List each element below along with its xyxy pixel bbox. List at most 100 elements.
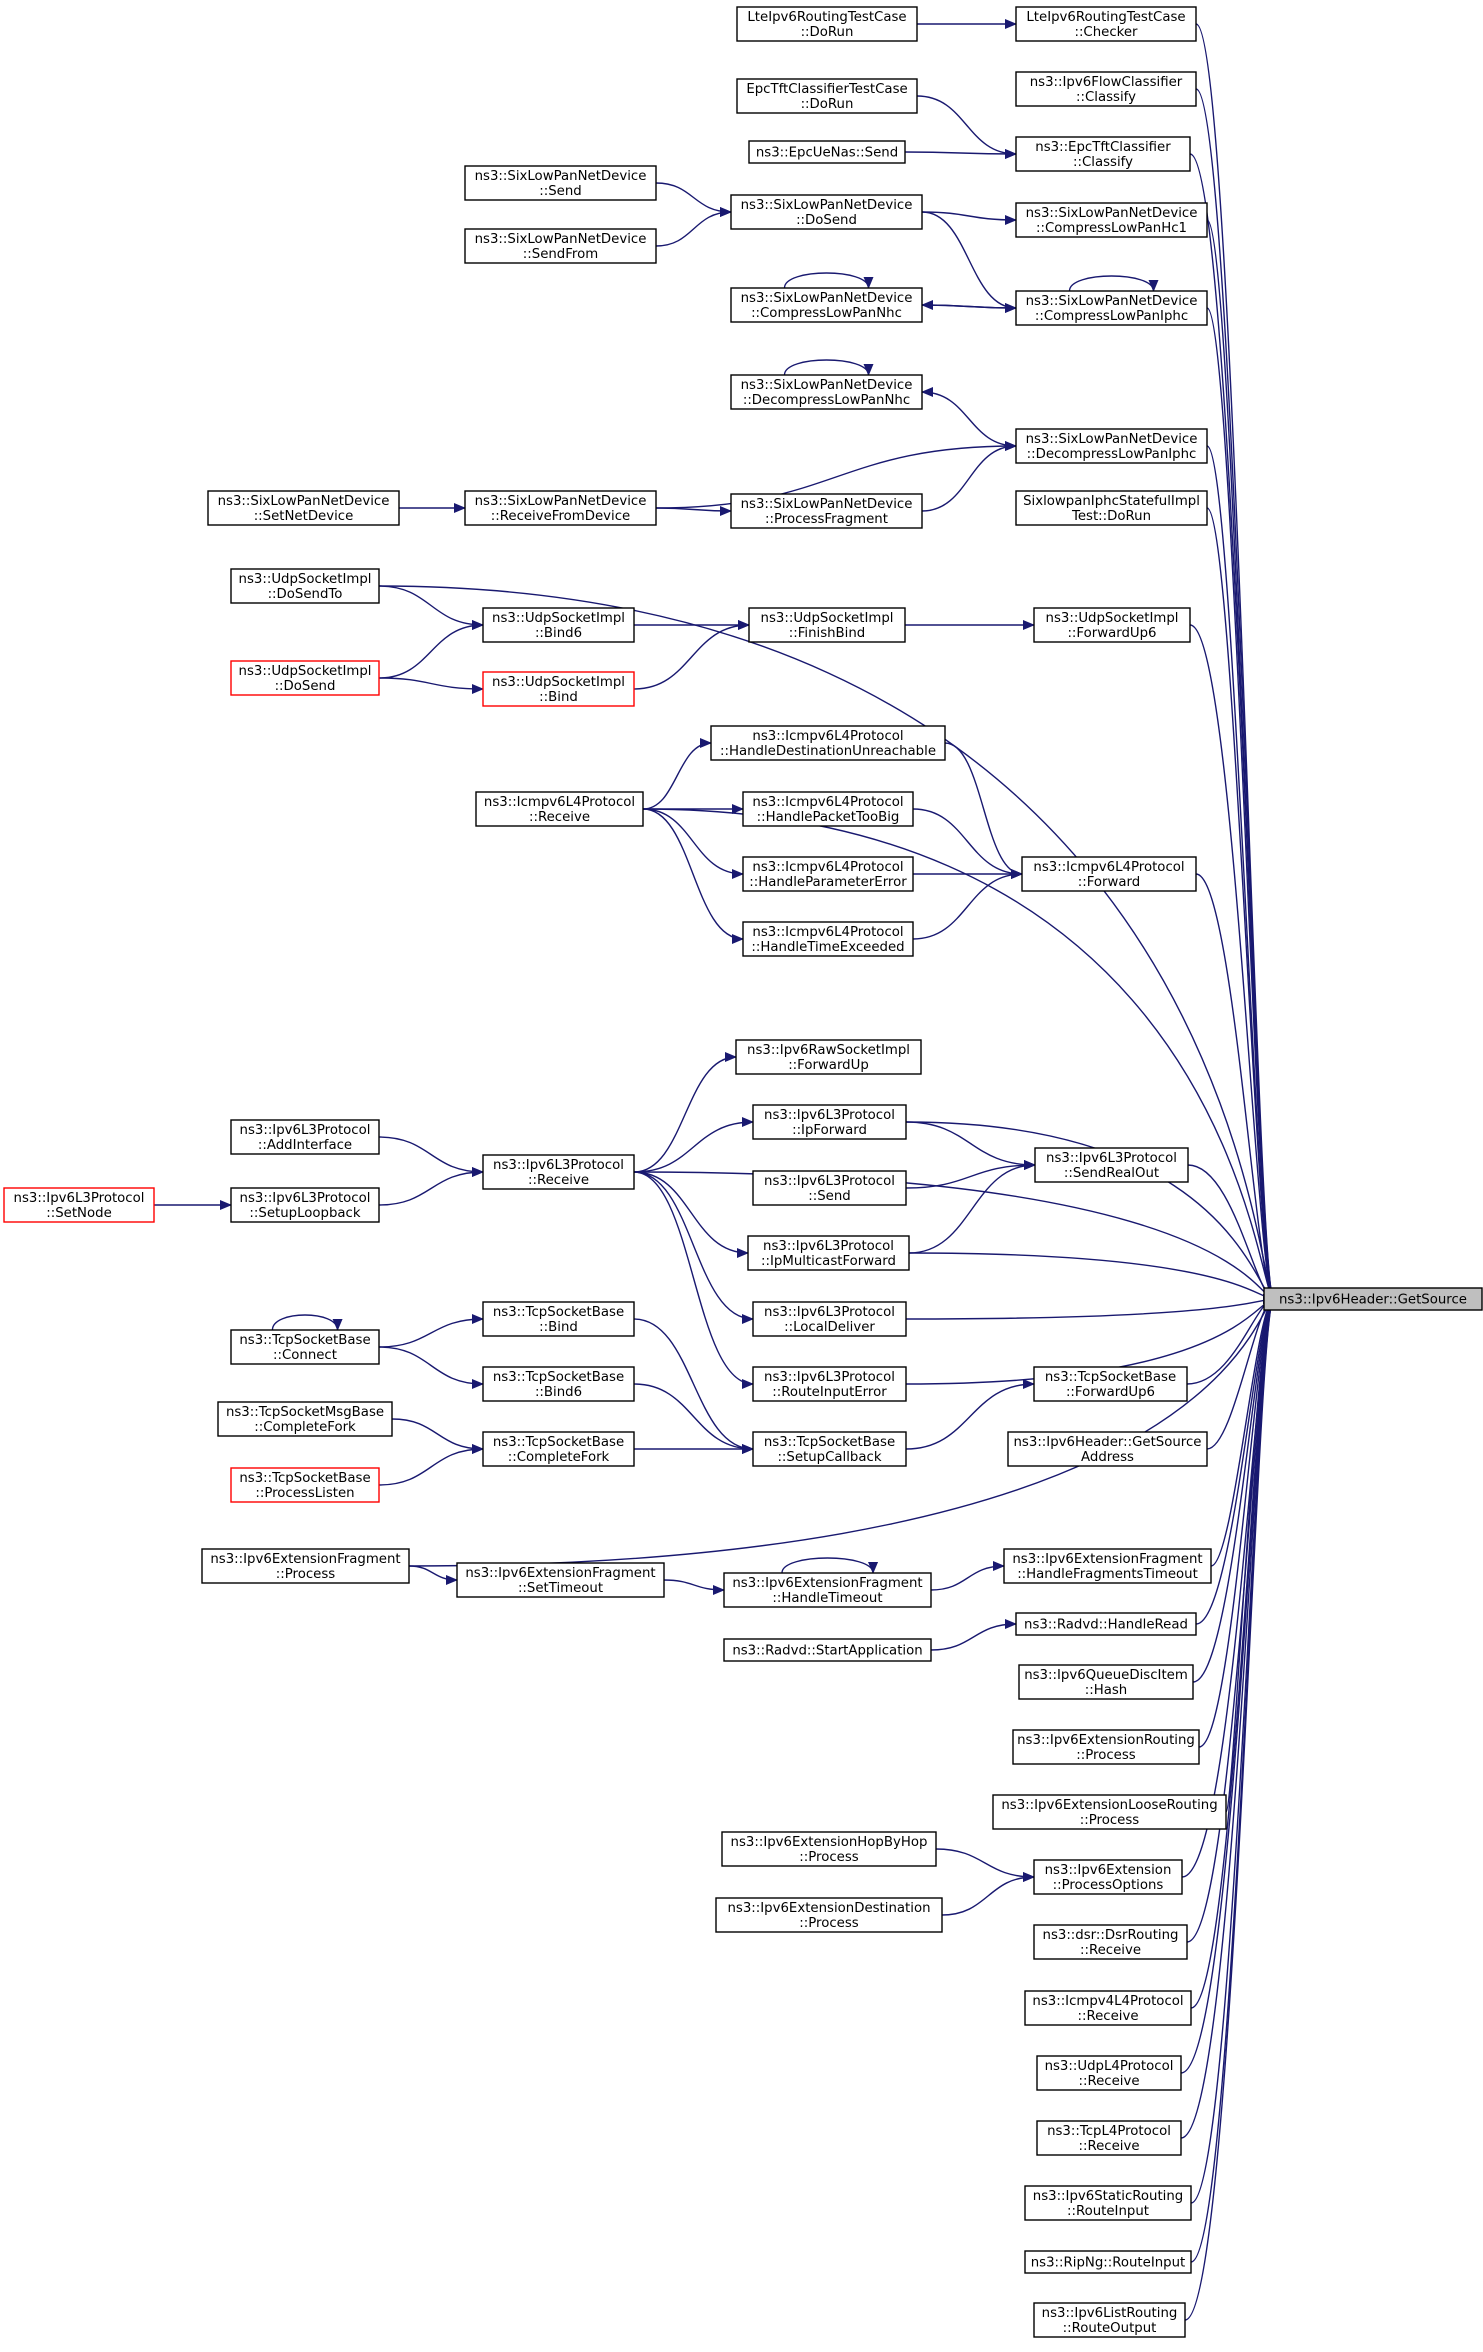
node-tcp_bind6[interactable]: ns3::TcpSocketBase::Bind6 — [482, 1366, 635, 1402]
node-l3_ipforward[interactable]: ns3::Ipv6L3Protocol::IpForward — [752, 1104, 907, 1140]
node-icmp6_handleparam[interactable]: ns3::Icmpv6L4Protocol::HandleParameterEr… — [742, 856, 914, 892]
node-label: ns3::Icmpv4L4Protocol — [1032, 1994, 1183, 2009]
node-queuedisc_hash[interactable]: ns3::Ipv6QueueDiscItem::Hash — [1018, 1664, 1194, 1700]
node-l3_send[interactable]: ns3::Ipv6L3Protocol::Send — [752, 1170, 907, 1206]
node-epctft_dorun[interactable]: EpcTftClassifierTestCase::DoRun — [736, 78, 918, 114]
node-radvd_startapp[interactable]: ns3::Radvd::StartApplication — [723, 1638, 932, 1662]
node-extfrag_settimeout[interactable]: ns3::Ipv6ExtensionFragment::SetTimeout — [456, 1562, 665, 1598]
node-tcp_connect[interactable]: ns3::TcpSocketBase::Connect — [230, 1329, 380, 1365]
node-icmp6_receive[interactable]: ns3::Icmpv6L4Protocol::Receive — [475, 791, 644, 827]
node-tcpl4_receive[interactable]: ns3::TcpL4Protocol::Receive — [1036, 2120, 1182, 2156]
node-radvd_handleread[interactable]: ns3::Radvd::HandleRead — [1015, 1612, 1197, 1636]
node-l3_setuploopback[interactable]: ns3::Ipv6L3Protocol::SetupLoopback — [230, 1187, 380, 1223]
node-label: ::IpMulticastForward — [761, 1254, 896, 1269]
node-target[interactable]: ns3::Ipv6Header::GetSource — [1263, 1287, 1483, 1311]
node-flowclassify[interactable]: ns3::Ipv6FlowClassifier::Classify — [1015, 71, 1197, 107]
node-udp_dosendto[interactable]: ns3::UdpSocketImpl::DoSendTo — [230, 568, 380, 604]
node-lte_dorun[interactable]: LteIpv6RoutingTestCase::DoRun — [736, 6, 918, 42]
node-box — [1015, 290, 1208, 326]
node-label: ::ReceiveFromDevice — [491, 509, 630, 524]
edge-icmp6_handledest-to-icmp6_forward — [944, 742, 1023, 879]
node-epctft_classify[interactable]: ns3::EpcTftClassifier::Classify — [1015, 136, 1191, 172]
edge-flowclassify-to-target — [1195, 88, 1275, 1304]
node-box — [1021, 856, 1197, 892]
node-icmp6_handletime[interactable]: ns3::Icmpv6L4Protocol::HandleTimeExceede… — [742, 921, 914, 957]
node-box — [1018, 1664, 1194, 1700]
node-slpnd_send[interactable]: ns3::SixLowPanNetDevice::Send — [464, 165, 657, 201]
node-label: ::CompressLowPanIphc — [1035, 309, 1188, 324]
node-label: LteIpv6RoutingTestCase — [747, 10, 906, 25]
node-tcp_bind[interactable]: ns3::TcpSocketBase::Bind — [482, 1301, 635, 1337]
node-box — [742, 921, 914, 957]
node-tcp_processlisten[interactable]: ns3::TcpSocketBase::ProcessListen — [230, 1467, 380, 1503]
node-icmp6_handledest[interactable]: ns3::Icmpv6L4Protocol::HandleDestination… — [710, 725, 946, 761]
node-decompressnhc[interactable]: ns3::SixLowPanNetDevice::DecompressLowPa… — [730, 374, 923, 410]
node-l3_routeinputerror[interactable]: ns3::Ipv6L3Protocol::RouteInputError — [752, 1366, 907, 1402]
node-dsr_receive[interactable]: ns3::dsr::DsrRouting::Receive — [1033, 1924, 1188, 1960]
node-raw_forwardup[interactable]: ns3::Ipv6RawSocketImpl::ForwardUp — [735, 1039, 922, 1075]
node-slpnd_sendfrom[interactable]: ns3::SixLowPanNetDevice::SendFrom — [464, 228, 657, 264]
node-label: ::Send — [808, 1189, 850, 1204]
node-epcuenas_send[interactable]: ns3::EpcUeNas::Send — [748, 140, 906, 164]
node-extfrag_process[interactable]: ns3::Ipv6ExtensionFragment::Process — [201, 1548, 410, 1584]
node-static_routeinput[interactable]: ns3::Ipv6StaticRouting::RouteInput — [1024, 2185, 1192, 2221]
node-l3_setnode[interactable]: ns3::Ipv6L3Protocol::SetNode — [3, 1187, 155, 1223]
node-l3_receive[interactable]: ns3::Ipv6L3Protocol::Receive — [482, 1154, 635, 1190]
node-box — [735, 1039, 922, 1075]
node-ext_processoptions[interactable]: ns3::Ipv6Extension::ProcessOptions — [1033, 1859, 1183, 1895]
node-setnetdevice[interactable]: ns3::SixLowPanNetDevice::SetNetDevice — [207, 490, 400, 526]
node-extloose_process[interactable]: ns3::Ipv6ExtensionLooseRouting::Process — [992, 1794, 1227, 1830]
node-box — [1024, 1990, 1192, 2026]
node-tcp_forwardup6[interactable]: ns3::TcpSocketBase::ForwardUp6 — [1033, 1366, 1188, 1402]
node-udp_forwardup6[interactable]: ns3::UdpSocketImpl::ForwardUp6 — [1033, 607, 1191, 643]
node-extfrag_handletimeout[interactable]: ns3::Ipv6ExtensionFragment::HandleTimeou… — [723, 1572, 932, 1608]
node-extrouting_process[interactable]: ns3::Ipv6ExtensionRouting::Process — [1012, 1729, 1200, 1765]
node-decompressiphc[interactable]: ns3::SixLowPanNetDevice::DecompressLowPa… — [1015, 428, 1208, 464]
node-icmp6_handletoobig[interactable]: ns3::Icmpv6L4Protocol::HandlePacketTooBi… — [742, 791, 914, 827]
node-l3_addinterface[interactable]: ns3::Ipv6L3Protocol::AddInterface — [230, 1119, 380, 1155]
node-label: ns3::Radvd::StartApplication — [732, 1644, 922, 1659]
node-box — [723, 1572, 932, 1608]
node-slpnd_dosend[interactable]: ns3::SixLowPanNetDevice::DoSend — [730, 194, 923, 230]
node-compresshc1[interactable]: ns3::SixLowPanNetDevice::CompressLowPanH… — [1015, 202, 1208, 238]
node-label: ns3::Ipv6ExtensionRouting — [1017, 1733, 1195, 1748]
node-processfragment[interactable]: ns3::SixLowPanNetDevice::ProcessFragment — [730, 493, 923, 529]
node-label: ns3::Ipv6QueueDiscItem — [1024, 1668, 1188, 1683]
node-box — [710, 725, 946, 761]
node-ripng_routeinput[interactable]: ns3::RipNg::RouteInput — [1024, 2250, 1192, 2274]
node-lte_checker[interactable]: LteIpv6RoutingTestCase::Checker — [1015, 6, 1197, 42]
node-label: ::CompleteFork — [254, 1420, 356, 1435]
node-l3_localdeliver[interactable]: ns3::Ipv6L3Protocol::LocalDeliver — [752, 1301, 907, 1337]
node-l3_sendrealout[interactable]: ns3::Ipv6L3Protocol::SendRealOut — [1034, 1147, 1189, 1183]
node-udpl4_receive[interactable]: ns3::UdpL4Protocol::Receive — [1036, 2055, 1182, 2091]
node-tcp_completefork[interactable]: ns3::TcpSocketBase::CompleteFork — [482, 1431, 635, 1467]
node-tcpmsg_completefork[interactable]: ns3::TcpSocketMsgBase::CompleteFork — [217, 1401, 393, 1437]
node-receivefromdevice[interactable]: ns3::SixLowPanNetDevice::ReceiveFromDevi… — [464, 490, 657, 526]
node-box — [1033, 1924, 1188, 1960]
node-listrouting_routeoutput[interactable]: ns3::Ipv6ListRouting::RouteOutput — [1033, 2302, 1186, 2338]
node-label: ::DoSendTo — [268, 587, 343, 602]
node-exthopbyhop_process[interactable]: ns3::Ipv6ExtensionHopByHop::Process — [721, 1831, 937, 1867]
node-compressiphc[interactable]: ns3::SixLowPanNetDevice::CompressLowPanI… — [1015, 290, 1208, 326]
node-extfrag_handlefragtimeout[interactable]: ns3::Ipv6ExtensionFragment::HandleFragme… — [1003, 1548, 1212, 1584]
node-label: ::IpForward — [792, 1123, 867, 1138]
node-extdest_process[interactable]: ns3::Ipv6ExtensionDestination::Process — [715, 1897, 943, 1933]
node-icmp4_receive[interactable]: ns3::Icmpv4L4Protocol::Receive — [1024, 1990, 1192, 2026]
node-tcp_setupcallback[interactable]: ns3::TcpSocketBase::SetupCallback — [752, 1431, 907, 1467]
edge-slpnd_send-to-slpnd_dosend — [655, 182, 732, 217]
node-udp_finishbind[interactable]: ns3::UdpSocketImpl::FinishBind — [748, 607, 906, 643]
node-compressnhc[interactable]: ns3::SixLowPanNetDevice::CompressLowPanN… — [730, 287, 923, 323]
node-label: ns3::Ipv6ExtensionFragment — [1012, 1552, 1202, 1567]
node-box — [748, 140, 906, 164]
node-udp_bind6[interactable]: ns3::UdpSocketImpl::Bind6 — [482, 607, 635, 643]
node-l3_ipmulticast[interactable]: ns3::Ipv6L3Protocol::IpMulticastForward — [747, 1235, 910, 1271]
node-label: ::RouteInput — [1067, 2204, 1149, 2219]
node-udp_dosend[interactable]: ns3::UdpSocketImpl::DoSend — [230, 660, 380, 696]
node-label: ns3::SixLowPanNetDevice — [475, 169, 647, 184]
node-icmp6_forward[interactable]: ns3::Icmpv6L4Protocol::Forward — [1021, 856, 1197, 892]
node-label: ::HandleTimeExceeded — [751, 940, 904, 955]
node-udp_bind[interactable]: ns3::UdpSocketImpl::Bind — [482, 671, 635, 707]
edge-radvd_startapp-to-radvd_handleread — [930, 1619, 1017, 1651]
